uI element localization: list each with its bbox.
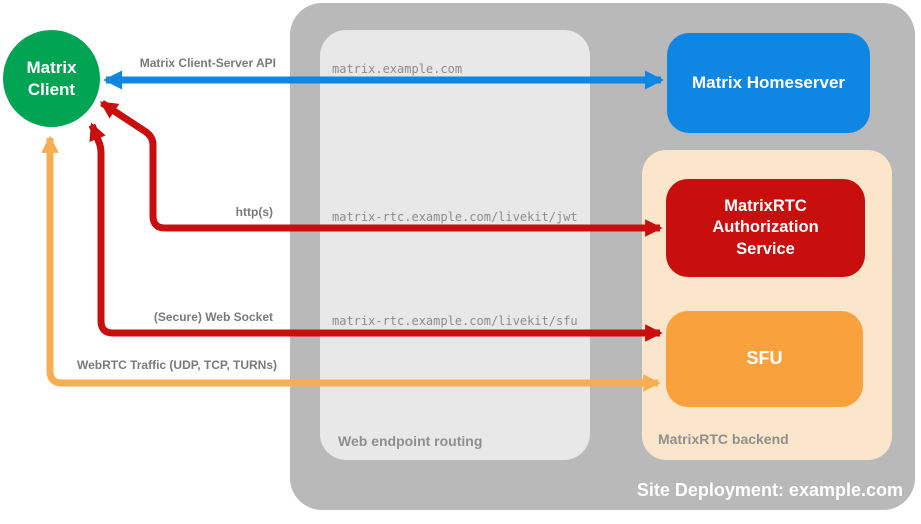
web-endpoint-routing-caption: Web endpoint routing — [338, 433, 483, 449]
matrix-homeserver-node: Matrix Homeserver — [667, 33, 870, 133]
matrix-homeserver-label: Matrix Homeserver — [691, 72, 846, 92]
https-arrow-label: http(s) — [235, 205, 273, 219]
sfu-label: SFU — [746, 348, 783, 369]
matrix-client-node: Matrix Client — [3, 30, 100, 127]
matrixrtc-auth-service-node: MatrixRTC Authorization Service — [666, 179, 865, 277]
web-endpoint-routing-box — [320, 30, 590, 460]
livekit-jwt-url: matrix-rtc.example.com/livekit/jwt — [332, 210, 578, 224]
site-deployment-caption: Site Deployment: example.com — [636, 480, 903, 500]
webrtc-arrow-label: WebRTC Traffic (UDP, TCP, TURNs) — [76, 358, 277, 372]
matrixrtc-auth-service-label: MatrixRTC Authorization Service — [712, 196, 819, 258]
matrix-client-label: Matrix Client — [26, 58, 77, 99]
livekit-sfu-url: matrix-rtc.example.com/livekit/sfu — [332, 314, 578, 328]
sfu-node: SFU — [666, 311, 863, 407]
client-server-api-arrow-label: Matrix Client-Server API — [139, 56, 276, 70]
websocket-arrow-label: (Secure) Web Socket — [153, 310, 273, 324]
homeserver-url: matrix.example.com — [332, 62, 463, 76]
matrixrtc-backend-caption: MatrixRTC backend — [658, 431, 789, 447]
